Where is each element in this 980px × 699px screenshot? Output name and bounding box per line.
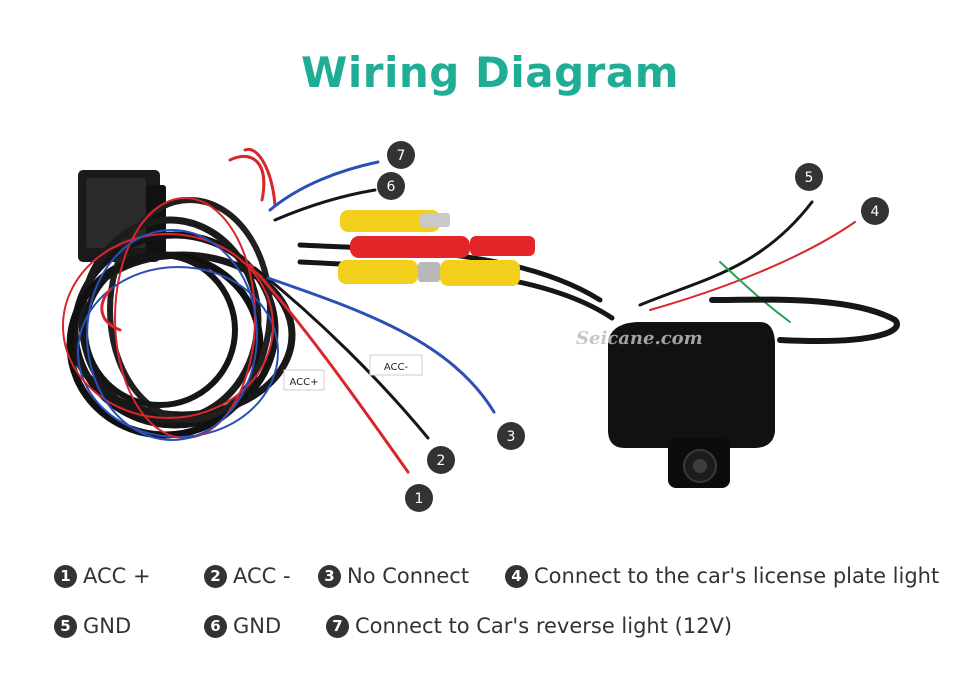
svg-text:ACC+: ACC+: [289, 377, 318, 388]
legend-item-2: 2 ACC -: [204, 564, 291, 588]
legend-text: ACC -: [233, 564, 291, 588]
svg-text:6: 6: [387, 179, 396, 195]
cable-coil: [62, 147, 296, 441]
legend-item-7: 7 Connect to Car's reverse light (12V): [326, 614, 732, 638]
svg-text:3: 3: [507, 429, 516, 445]
camera-body: [608, 322, 775, 488]
legend-item-5: 5 GND: [54, 614, 131, 638]
svg-text:5: 5: [805, 170, 814, 186]
legend-text: No Connect: [347, 564, 470, 588]
acc-plus-tag: ACC+: [283, 369, 325, 391]
watermark-text: Seicane.com: [576, 328, 703, 349]
legend-item-3: 3 No Connect: [318, 564, 469, 588]
callout-badge-4: 4: [861, 197, 889, 225]
legend-text: GND: [233, 614, 282, 638]
callout-badge-6: 6: [377, 172, 405, 200]
legend-number-badge: 3: [318, 564, 341, 588]
svg-text:7: 7: [397, 148, 406, 164]
legend-item-1: 1 ACC +: [54, 564, 151, 588]
legend-number-badge: 2: [204, 564, 227, 588]
legend-number-badge: 5: [54, 614, 77, 638]
page-title: Wiring Diagram: [301, 48, 679, 97]
callout-badge-2: 2: [427, 446, 455, 474]
camera-wires: [638, 200, 900, 344]
rca-connectors: [338, 210, 535, 286]
legend-number-badge: 7: [326, 614, 349, 638]
legend-text: Connect to the car's license plate light: [534, 564, 940, 588]
callout-badge-7: 7: [387, 141, 415, 169]
legend-number-badge: 1: [54, 564, 77, 588]
svg-text:1: 1: [415, 491, 424, 507]
acc-minus-tag: ACC-: [369, 354, 423, 376]
loose-wires: [248, 160, 615, 474]
callout-badge-3: 3: [497, 422, 525, 450]
svg-text:ACC-: ACC-: [384, 362, 409, 373]
legend-item-4: 4 Connect to the car's license plate lig…: [505, 564, 939, 588]
svg-text:2: 2: [437, 453, 446, 469]
callout-badge-1: 1: [405, 484, 433, 512]
svg-text:4: 4: [871, 204, 880, 220]
callout-badge-5: 5: [795, 163, 823, 191]
legend-number-badge: 6: [204, 614, 227, 638]
legend-text: ACC +: [83, 564, 151, 588]
legend-item-6: 6 GND: [204, 614, 281, 638]
legend-number-badge: 4: [505, 564, 528, 588]
legend-text: GND: [83, 614, 132, 638]
legend-text: Connect to Car's reverse light (12V): [355, 614, 733, 638]
